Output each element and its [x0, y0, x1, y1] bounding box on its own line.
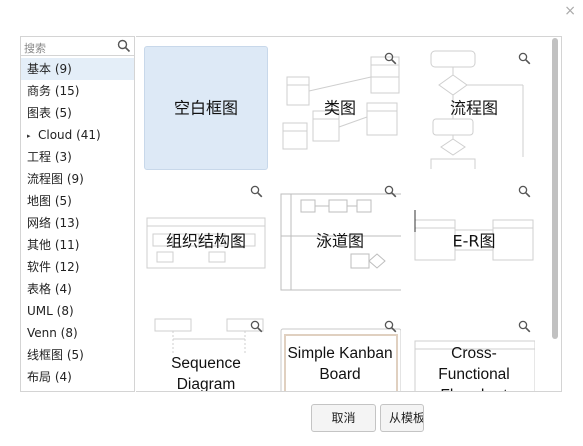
swimlane-thumbnail: [280, 193, 401, 291]
template-label: Simple Kanban Board: [287, 345, 393, 383]
class-diagram-thumbnail: [282, 56, 400, 150]
expand-arrow-icon[interactable]: ▸: [27, 132, 31, 140]
preview-magnifier-icon[interactable]: [518, 52, 531, 65]
category-label: 图表 (5): [27, 106, 72, 120]
category-label: 线框图 (5): [27, 348, 84, 362]
category-label: 基本 (9): [27, 62, 72, 76]
category-label: 商务 (15): [27, 84, 80, 98]
sequence-diagram-thumbnail: [154, 318, 264, 355]
category-item-other[interactable]: 其他 (11): [21, 234, 134, 256]
category-item-wireframes[interactable]: 线框图 (5): [21, 344, 134, 366]
category-item-tables[interactable]: 表格 (4): [21, 278, 134, 300]
template-flowchart[interactable]: 流程图: [412, 46, 536, 170]
template-label: Sequence Diagram: [171, 355, 241, 392]
preview-magnifier-icon[interactable]: [250, 320, 263, 333]
from-template-button[interactable]: 从模板: [380, 404, 424, 432]
category-item-business[interactable]: 商务 (15): [21, 80, 134, 102]
category-label: 表格 (4): [27, 282, 72, 296]
category-label: 流程图 (9): [27, 172, 84, 186]
category-item-engineering[interactable]: 工程 (3): [21, 146, 134, 168]
flowchart-thumbnail: [430, 50, 524, 169]
category-item-basic[interactable]: 基本 (9): [21, 58, 134, 80]
category-item-maps[interactable]: 地图 (5): [21, 190, 134, 212]
template-label: 类图: [323, 98, 356, 118]
template-kanban-board[interactable]: Simple Kanban Board: [278, 314, 402, 391]
category-sidebar: 基本 (9) 商务 (15) 图表 (5) ▸ Cloud (41) 工程 (3)…: [20, 36, 135, 392]
category-item-network[interactable]: 网络 (13): [21, 212, 134, 234]
category-label: 其他 (11): [27, 238, 80, 252]
cross-functional-thumbnail: [414, 340, 535, 391]
scrollbar-thumb[interactable]: [552, 38, 558, 339]
category-item-software[interactable]: 软件 (12): [21, 256, 134, 278]
template-label: 组织结构图: [165, 231, 246, 251]
template-er-diagram[interactable]: E-R图: [412, 179, 536, 303]
template-class-diagram[interactable]: 类图: [278, 46, 402, 170]
template-grid: 空白框图 类图: [136, 36, 562, 392]
category-label: UML (8): [27, 304, 74, 318]
cancel-button[interactable]: 取消: [311, 404, 376, 432]
kanban-board-thumbnail: [280, 328, 401, 391]
category-label: 软件 (12): [27, 260, 80, 274]
template-label: 流程图: [449, 98, 498, 118]
template-org-chart[interactable]: 组织结构图: [144, 179, 268, 303]
search-box: [21, 37, 134, 58]
close-icon[interactable]: ×: [564, 3, 576, 19]
template-label: Cross-Functional Flowchart: [438, 345, 510, 391]
preview-magnifier-icon[interactable]: [384, 320, 397, 333]
category-item-venn[interactable]: Venn (8): [21, 322, 134, 344]
category-label: 网络 (13): [27, 216, 80, 230]
er-diagram-thumbnail: [414, 210, 534, 261]
org-chart-thumbnail: [146, 217, 266, 269]
category-label: Cloud (41): [38, 128, 101, 142]
template-sequence-diagram[interactable]: Sequence Diagram: [144, 314, 268, 392]
category-label: 地图 (5): [27, 194, 72, 208]
category-label: 布局 (4): [27, 370, 72, 384]
template-blank-diagram[interactable]: 空白框图: [144, 46, 268, 170]
template-label: 空白框图: [173, 98, 238, 118]
preview-magnifier-icon[interactable]: [250, 185, 263, 198]
preview-magnifier-icon[interactable]: [384, 52, 397, 65]
template-label: E-R图: [452, 231, 496, 251]
category-item-charts[interactable]: 图表 (5): [21, 102, 134, 124]
search-icon[interactable]: [117, 39, 131, 53]
preview-magnifier-icon[interactable]: [384, 185, 397, 198]
preview-magnifier-icon[interactable]: [518, 320, 531, 333]
category-label: Venn (8): [27, 326, 78, 340]
preview-magnifier-icon[interactable]: [518, 185, 531, 198]
template-cross-functional-flowchart[interactable]: Cross-Functional Flowchart: [412, 314, 536, 391]
template-scrollbar[interactable]: [551, 38, 559, 390]
category-item-uml[interactable]: UML (8): [21, 300, 134, 322]
template-swimlane[interactable]: 泳道图: [278, 179, 402, 303]
category-label: 工程 (3): [27, 150, 72, 164]
template-label: 泳道图: [315, 231, 364, 251]
category-item-flowchart[interactable]: 流程图 (9): [21, 168, 134, 190]
category-item-cloud[interactable]: ▸ Cloud (41): [21, 124, 134, 146]
search-input[interactable]: [21, 39, 134, 58]
category-list: 基本 (9) 商务 (15) 图表 (5) ▸ Cloud (41) 工程 (3)…: [21, 56, 134, 388]
category-item-layout[interactable]: 布局 (4): [21, 366, 134, 388]
